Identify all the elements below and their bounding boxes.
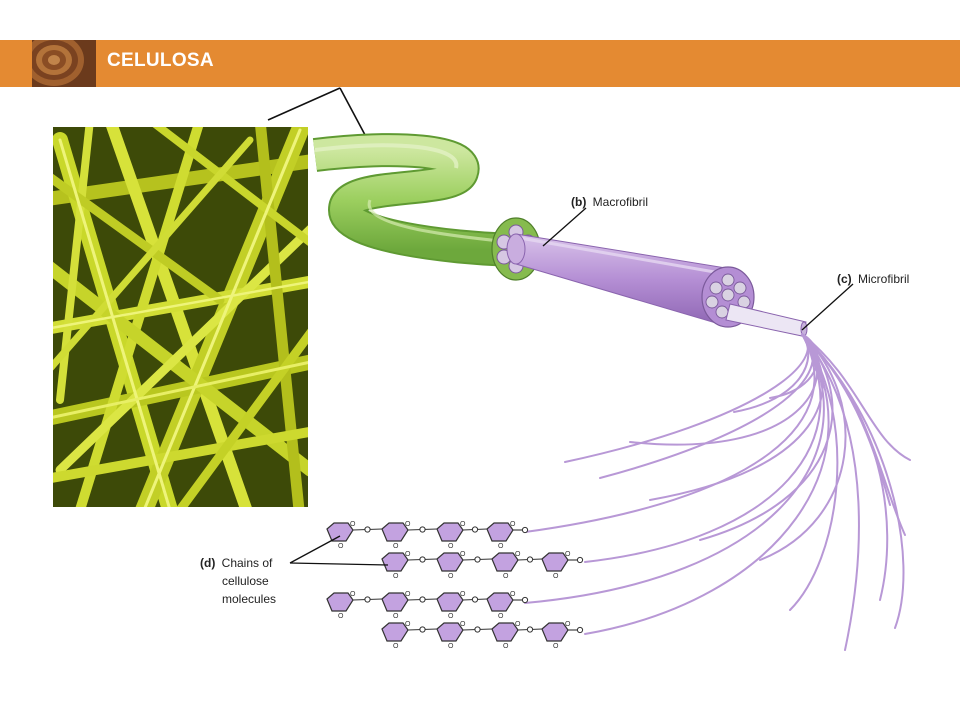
glucose-ring <box>491 622 519 642</box>
oxygen-label: O <box>553 573 559 580</box>
oxygen-label: O <box>393 573 399 580</box>
oxygen-label: O <box>553 643 559 650</box>
label-chains: (d) Chains of cellulose molecules <box>200 535 389 606</box>
oxygen-label: O <box>510 521 516 528</box>
glucose-ring <box>436 552 464 572</box>
oxygen-atom <box>526 556 534 563</box>
oxygen-label: O <box>405 621 411 628</box>
macrofibril-letter: (b) <box>571 195 586 209</box>
oxygen-atom <box>364 596 371 603</box>
oxygen-label: O <box>338 543 344 550</box>
macrofibril-text: Macrofibril <box>593 195 648 209</box>
glucose-ring <box>436 522 464 542</box>
oxygen-atom <box>576 556 584 564</box>
oxygen-atom <box>471 526 479 533</box>
glucose-ring <box>381 592 409 612</box>
oxygen-atom <box>419 526 426 533</box>
glucose-ring <box>491 552 519 572</box>
glucose-ring <box>381 522 409 542</box>
chains-text-line2: cellulose <box>222 574 269 588</box>
oxygen-label: O <box>405 591 411 598</box>
glucose-ring <box>381 552 409 572</box>
oxygen-label: O <box>448 573 454 580</box>
oxygen-atom <box>364 526 371 533</box>
oxygen-label: O <box>565 551 571 558</box>
chains-text-line3: molecules <box>222 592 276 606</box>
oxygen-atom <box>471 596 479 603</box>
oxygen-label: O <box>460 621 466 628</box>
macrofibril <box>506 233 755 328</box>
microfibril <box>725 303 808 337</box>
oxygen-label: O <box>460 521 466 528</box>
oxygen-label: O <box>393 613 399 620</box>
oxygen-atom <box>521 596 529 604</box>
label-microfibril: (c) Microfibril <box>801 272 909 331</box>
oxygen-atom <box>521 526 529 534</box>
oxygen-label: O <box>515 621 521 628</box>
microfibril-letter: (c) <box>837 272 852 286</box>
chains-text-line1: Chains of <box>222 556 273 570</box>
oxygen-label: O <box>338 613 344 620</box>
fiber-micrograph <box>53 127 308 507</box>
oxygen-label: O <box>460 591 466 598</box>
oxygen-label: O <box>515 551 521 558</box>
header-bar <box>0 40 960 87</box>
oxygen-label: O <box>393 543 399 550</box>
oxygen-atom <box>419 596 426 603</box>
oxygen-label: O <box>503 643 509 650</box>
oxygen-label: O <box>565 621 571 628</box>
glucose-ring <box>381 622 409 642</box>
oxygen-label: O <box>448 613 454 620</box>
glucose-ring <box>436 592 464 612</box>
oxygen-atom <box>419 626 426 633</box>
oxygen-label: O <box>405 521 411 528</box>
oxygen-label: O <box>498 543 504 550</box>
oxygen-atom <box>419 556 426 563</box>
svg-text:(c) Microfibril: (c) Microfibril <box>837 272 909 286</box>
oxygen-label: O <box>503 573 509 580</box>
cellulose-strands <box>524 333 911 651</box>
wood-texture-thumbnail <box>32 40 96 87</box>
oxygen-label: O <box>498 613 504 620</box>
glucose-ring <box>326 592 354 612</box>
oxygen-label: O <box>350 591 356 598</box>
oxygen-label: O <box>460 551 466 558</box>
oxygen-atom <box>526 626 534 633</box>
oxygen-label: O <box>510 591 516 598</box>
chains-letter: (d) <box>200 556 215 570</box>
svg-text:(d) Chains of: (d) Chains of <box>200 556 273 570</box>
oxygen-label: O <box>405 551 411 558</box>
label-macrofibril: (b) Macrofibril <box>542 195 648 247</box>
glucose-ring <box>436 622 464 642</box>
oxygen-label: O <box>393 643 399 650</box>
oxygen-label: O <box>448 543 454 550</box>
cellulose-fiber <box>312 133 516 267</box>
oxygen-label: O <box>448 643 454 650</box>
microfibril-text: Microfibril <box>858 272 909 286</box>
oxygen-atom <box>576 626 584 634</box>
slide-title: CELULOSA <box>107 50 214 71</box>
svg-text:(b) Macrofibril: (b) Macrofibril <box>571 195 648 209</box>
oxygen-atom <box>474 626 481 633</box>
oxygen-atom <box>474 556 481 563</box>
oxygen-label: O <box>350 521 356 528</box>
